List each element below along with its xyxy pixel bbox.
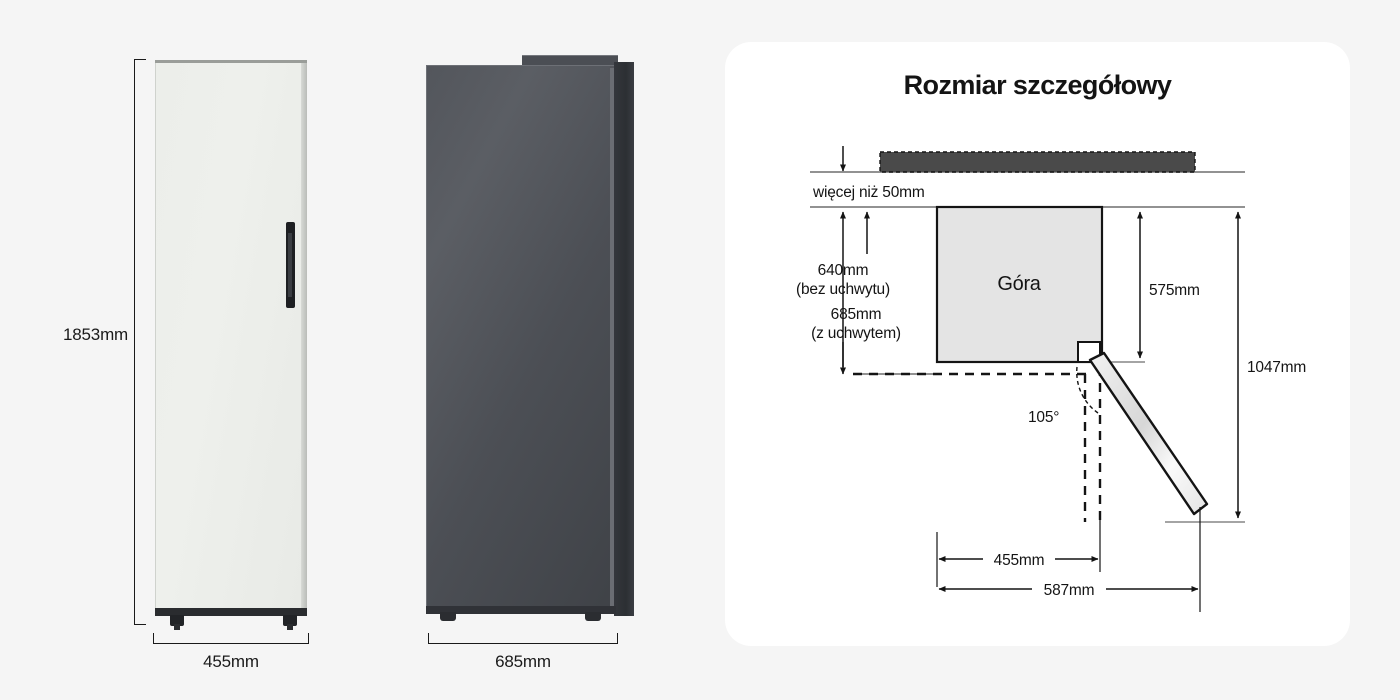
open-width-label: 587mm (1044, 582, 1095, 599)
height-dimension-bracket (134, 59, 146, 625)
fridge-front-foot-left (170, 615, 184, 630)
depth-with-handle-note: (z uchwytem) (811, 325, 901, 342)
depth-no-handle-value: 640mm (818, 262, 869, 279)
front-width-dimension-label: 455mm (203, 652, 259, 671)
fridge-front-base (155, 608, 307, 616)
height-dimension-label: 1853mm (63, 325, 128, 344)
clearance-label: więcej niż 50mm (812, 184, 925, 201)
depth-no-handle-note: (bez uchwytu) (796, 281, 890, 298)
depth-with-handle-value: 685mm (831, 306, 882, 323)
fridge-side-top-cap (522, 55, 618, 68)
fridge-front-foot-right (283, 615, 297, 630)
width-label-bg (983, 549, 1055, 569)
side-depth-dimension-bracket (428, 633, 618, 644)
top-view-technical-drawing: więcej niż 50mm Góra 640mm (bez uchwytu)… (796, 146, 1306, 612)
opened-door-panel (1088, 351, 1209, 516)
cabinet-depth-label: 575mm (1149, 282, 1200, 299)
fridge-side-base (426, 606, 616, 614)
fridge-side-foot-back (585, 612, 601, 621)
fridge-side-back-panel (614, 62, 634, 616)
width-label: 455mm (994, 552, 1045, 569)
fridge-front-right-edge (301, 63, 307, 611)
cabinet-top-box (935, 205, 1104, 364)
door-angle-label: 105° (1028, 409, 1059, 426)
cabinet-top-label: Góra (997, 273, 1041, 295)
door-swing-depth-label: 1047mm (1247, 359, 1306, 376)
fridge-front-handle-inner (288, 233, 292, 297)
fridge-side-back-gap (610, 68, 615, 613)
card-title: Rozmiar szczegółowy (903, 70, 1172, 100)
side-depth-dimension-label: 685mm (495, 652, 551, 671)
fridge-front-top-edge (155, 60, 307, 63)
fridge-side-foot-front (440, 612, 456, 621)
wall-block (879, 151, 1196, 173)
front-width-dimension-bracket (153, 633, 309, 644)
detail-size-card: Rozmiar szczegółowy (725, 42, 1350, 646)
fridge-side-panel (426, 65, 616, 613)
refrigerator-front-view: 1853mm 455mm (0, 0, 360, 700)
fridge-front-door-panel (155, 60, 307, 612)
refrigerator-side-view: 685mm (360, 0, 700, 700)
open-width-label-bg (1032, 579, 1106, 599)
